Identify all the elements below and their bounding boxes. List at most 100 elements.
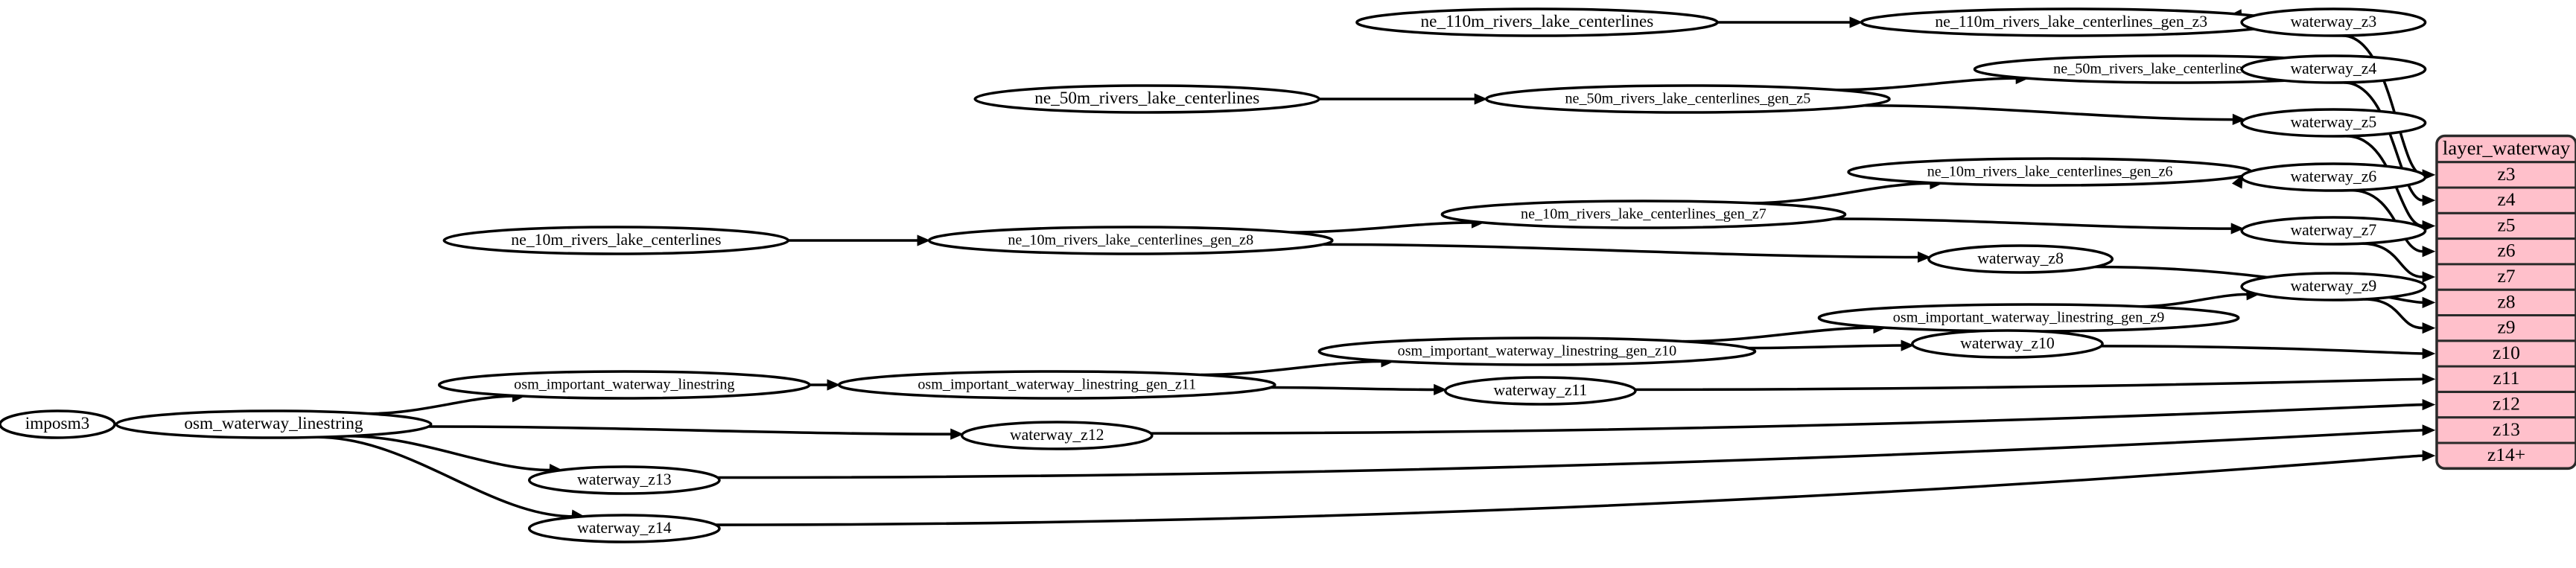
node-waterway_z7[interactable]: waterway_z7 (2240, 216, 2427, 246)
node-label: osm_important_waterway_linestring_gen_z9 (1893, 310, 2165, 326)
record-row-z8[interactable]: z8 (2497, 290, 2515, 312)
edge-osm_important_waterway_linestring_gen_z10-to-waterway_z10 (1748, 339, 1915, 351)
node-label: ne_50m_rivers_lake_centerlines (1034, 89, 1259, 108)
node-ne_10m_rivers_lake_centerlines[interactable]: ne_10m_rivers_lake_centerlines (442, 226, 790, 255)
edge-osm_important_waterway_linestring_gen_z11-to-waterway_z11 (1270, 383, 1447, 395)
node-ne_10m_rivers_lake_centerlines_gen_z7[interactable]: ne_10m_rivers_lake_centerlines_gen_z7 (1440, 200, 1847, 229)
node-osm_important_waterway_linestring_gen_z9[interactable]: osm_important_waterway_linestring_gen_z9 (1817, 303, 2240, 333)
edge-ne_10m_rivers_lake_centerlines_gen_z7-to-waterway_z7 (1833, 217, 2245, 234)
edge-waterway_z11-to-layer_waterway (1635, 373, 2436, 392)
node-label: waterway_z4 (2290, 60, 2376, 77)
node-waterway_z10[interactable]: waterway_z10 (1911, 329, 2104, 359)
edge-line (317, 435, 573, 518)
edge-line (1752, 182, 1931, 205)
node-shape (2240, 54, 2427, 84)
node-label: ne_110m_rivers_lake_centerlines_gen_z3 (1935, 13, 2207, 31)
node-shape (115, 409, 433, 439)
node-label: waterway_z3 (2290, 13, 2376, 31)
edge-osm_waterway_linestring-to-waterway_z12 (428, 425, 964, 440)
node-label: waterway_z13 (577, 470, 672, 488)
node-label: ne_10m_rivers_lake_centerlines_gen_z7 (1521, 206, 1766, 223)
record-row-z11[interactable]: z11 (2493, 367, 2520, 389)
node-ne_110m_rivers_lake_centerlines[interactable]: ne_110m_rivers_lake_centerlines (1355, 7, 1719, 37)
record-row-z13[interactable]: z13 (2493, 418, 2520, 440)
edge-arrowhead (1917, 251, 1931, 263)
node-waterway_z8[interactable]: waterway_z8 (1927, 244, 2114, 274)
edge-waterway_z10-to-layer_waterway (2101, 345, 2436, 360)
node-label: waterway_z5 (2290, 113, 2376, 131)
node-ne_50m_rivers_lake_centerlines[interactable]: ne_50m_rivers_lake_centerlines (973, 84, 1321, 114)
node-shape (837, 370, 1276, 400)
record-row-z3[interactable]: z3 (2497, 163, 2515, 185)
edge-line (348, 435, 551, 472)
node-waterway_z13[interactable]: waterway_z13 (527, 465, 721, 495)
record-row-z5[interactable]: z5 (2497, 214, 2515, 235)
edge-line (2361, 242, 2423, 278)
node-shape (2240, 162, 2427, 192)
node-ne_10m_rivers_lake_centerlines_gen_z8[interactable]: ne_10m_rivers_lake_centerlines_gen_z8 (927, 226, 1334, 255)
node-shape (1911, 329, 2104, 359)
record-row-z7[interactable]: z7 (2497, 265, 2515, 287)
edge-arrowhead (1474, 93, 1488, 105)
node-waterway_z12[interactable]: waterway_z12 (960, 421, 1154, 450)
edge-line (717, 429, 2423, 479)
node-label: osm_important_waterway_linestring_gen_z1… (917, 377, 1196, 393)
edge-arrowhead (2422, 322, 2436, 334)
edge-arrowhead (2422, 271, 2436, 283)
node-shape (2240, 108, 2427, 138)
node-osm_waterway_linestring[interactable]: osm_waterway_linestring (115, 409, 433, 439)
edge-arrowhead (1901, 339, 1915, 351)
node-label: waterway_z6 (2290, 167, 2376, 185)
node-label: waterway_z14 (577, 519, 672, 537)
edge-ne_10m_rivers_lake_centerlines-to-ne_10m_rivers_lake_centerlines_gen_z8 (788, 234, 931, 246)
node-shape (960, 421, 1154, 450)
node-shape (1927, 244, 2114, 274)
node-shape (0, 409, 116, 439)
node-osm_important_waterway_linestring_gen_z11[interactable]: osm_important_waterway_linestring_gen_z1… (837, 370, 1276, 400)
edge-waterway_z13-to-layer_waterway (717, 424, 2436, 479)
node-waterway_z9[interactable]: waterway_z9 (2240, 272, 2427, 301)
record-row-z4[interactable]: z4 (2497, 188, 2515, 210)
node-ne_50m_rivers_lake_centerlines_gen_z5[interactable]: ne_50m_rivers_lake_centerlines_gen_z5 (1484, 84, 1891, 114)
node-waterway_z3[interactable]: waterway_z3 (2240, 7, 2427, 37)
node-waterway_z6[interactable]: waterway_z6 (2240, 162, 2427, 192)
node-ne_110m_rivers_lake_centerlines_gen_z3[interactable]: ne_110m_rivers_lake_centerlines_gen_z3 (1860, 7, 2283, 37)
node-shape (437, 370, 811, 400)
edge-line (2342, 34, 2423, 176)
node-imposm3[interactable]: imposm3 (0, 409, 116, 439)
edge-arrowhead (2422, 450, 2436, 462)
edge-arrowhead (827, 379, 841, 391)
edge-arrowhead (2231, 174, 2243, 189)
node-waterway_z14[interactable]: waterway_z14 (527, 514, 721, 543)
node-waterway_z5[interactable]: waterway_z5 (2240, 108, 2427, 138)
node-waterway_z11[interactable]: waterway_z11 (1443, 376, 1637, 406)
edge-ne_50m_rivers_lake_centerlines_gen_z5-to-waterway_z5 (1864, 103, 2246, 125)
edge-arrowhead (2230, 223, 2245, 234)
node-osm_important_waterway_linestring[interactable]: osm_important_waterway_linestring (437, 370, 811, 400)
node-label: waterway_z12 (1010, 426, 1104, 444)
edge-osm_important_waterway_linestring-to-osm_important_waterway_linestring_gen_z11 (809, 379, 841, 391)
edge-line (2101, 345, 2423, 355)
record-row-z9[interactable]: z9 (2497, 316, 2515, 338)
edge-line (1270, 386, 1435, 392)
node-osm_important_waterway_linestring_gen_z10[interactable]: osm_important_waterway_linestring_gen_z1… (1317, 336, 1757, 366)
node-shape (1355, 7, 1719, 37)
edge-line (368, 395, 514, 415)
edge-arrowhead (2422, 424, 2436, 436)
edge-line (1833, 217, 2233, 230)
edge-line (1748, 344, 1903, 350)
edge-arrowhead (950, 428, 964, 440)
node-label: osm_important_waterway_linestring (514, 377, 734, 393)
edge-osm_waterway_linestring-to-waterway_z13 (348, 435, 563, 476)
node-label: waterway_z10 (1960, 334, 2055, 352)
record-row-z12[interactable]: z12 (2493, 393, 2520, 415)
node-ne_10m_rivers_lake_centerlines_gen_z6[interactable]: ne_10m_rivers_lake_centerlines_gen_z6 (1847, 157, 2254, 187)
record-row-z6[interactable]: z6 (2497, 240, 2515, 261)
node-waterway_z4[interactable]: waterway_z4 (2240, 54, 2427, 84)
record-row-z14plus[interactable]: z14+ (2487, 444, 2525, 465)
node-label: osm_important_waterway_linestring_gen_z1… (1398, 343, 1677, 360)
record-row-z10[interactable]: z10 (2493, 342, 2520, 363)
edge-arrowhead (2422, 296, 2436, 308)
edge-waterway_z9-to-layer_waterway (2364, 298, 2436, 334)
